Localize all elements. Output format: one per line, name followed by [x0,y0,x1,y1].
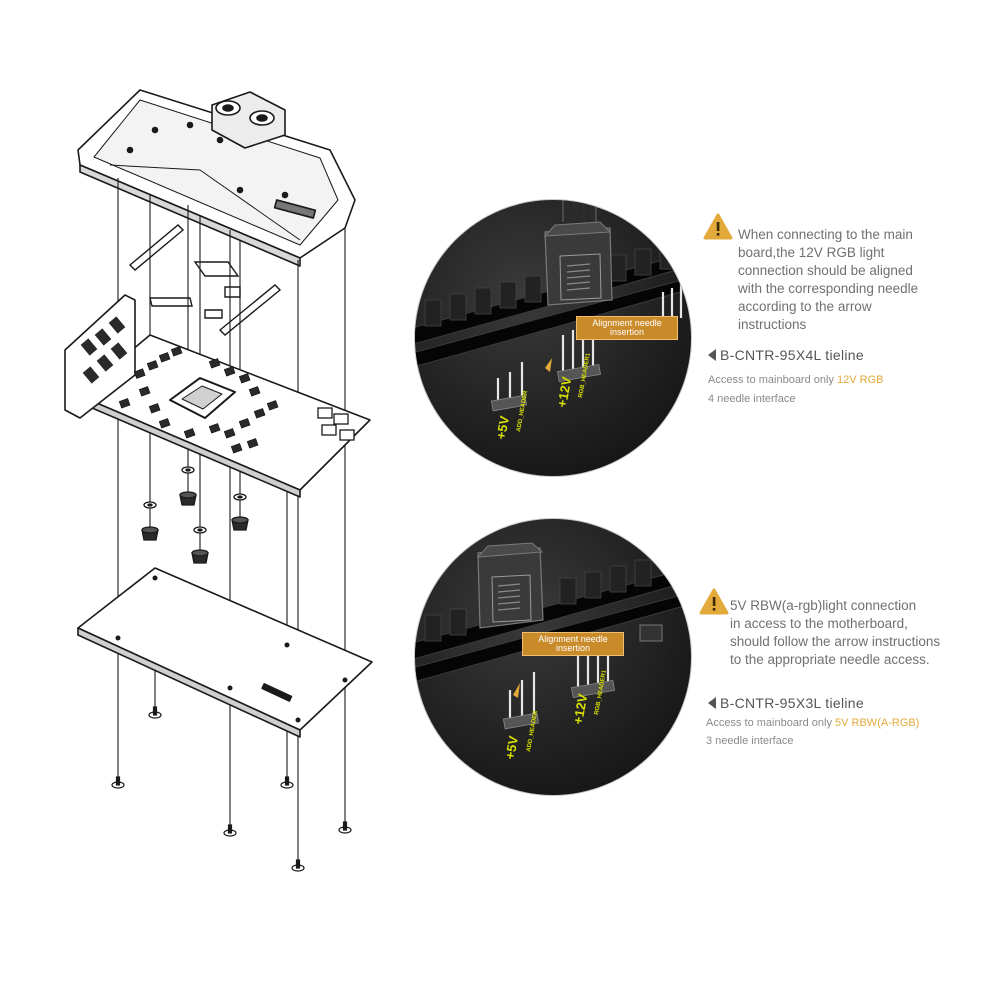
left-arrow-icon [708,349,716,361]
warning-line: board,the 12V RGB light [738,245,885,260]
top-callout-text: Alignment needle insertion [592,318,662,337]
bottom-connector-photo: +5V ADD_HEADER +12V RGB_HEADER1 [414,518,692,796]
bottom-access-highlight: 5V RBW(A-RGB) [835,717,920,729]
top-access-prefix: Access to mainboard only [708,374,838,386]
warning-line: according to the arrow [738,299,872,314]
bottom-warning-text: 5V RBW(a-rgb)light connection in access … [730,597,990,669]
warning-line: to the appropriate needle access. [730,652,930,667]
bottom-interface-label: 3 needle interface [706,735,794,747]
backplate [77,567,373,738]
standoffs [141,466,249,564]
warning-line: 5V RBW(a-rgb)light connection [730,598,917,613]
warning-line: with the corresponding needle [738,281,919,296]
bottom-label-5v: +5V [502,734,521,760]
bottom-alignment-callout: Alignment needle insertion [522,632,624,656]
graphics-card-pcb [64,294,371,498]
top-access-text: Access to mainboard only 12V RGB [708,371,988,389]
bottom-access-prefix: Access to mainboard only [706,717,836,729]
thermal-pads [128,224,282,336]
top-connector-photo: +5V ADD_HEADER +12V RGB_HEADER1 [414,199,692,477]
warning-line: in access to the motherboard, [730,616,908,631]
top-interface-text: 4 needle interface [708,390,795,408]
pcb-connectors [317,407,355,441]
top-label-5v: +5V [493,414,512,440]
screws [111,706,352,872]
pcb-components [118,346,279,454]
top-tieline-title: B-CNTR-95X4L tieline [708,347,864,363]
bottom-access-text: Access to mainboard only 5V RBW(A-RGB) [706,714,991,732]
top-tieline-label: B-CNTR-95X4L tieline [720,347,864,363]
left-arrow-icon [708,697,716,709]
bottom-tieline-title: B-CNTR-95X3L tieline [708,695,864,711]
screw-guide-lines [117,178,346,860]
warning-icon [699,588,729,615]
warning-icon [703,213,733,240]
bottom-tieline-label: B-CNTR-95X3L tieline [720,695,864,711]
top-access-highlight: 12V RGB [837,374,884,386]
waterblock-top [77,89,356,267]
warning-line: When connecting to the main [738,227,913,242]
bottom-callout-text: Alignment needle insertion [538,634,608,653]
top-interface-label: 4 needle interface [708,393,796,405]
warning-line: connection should be aligned [738,263,913,278]
top-warning-text: When connecting to the main board,the 12… [738,226,983,334]
warning-line: instructions [738,317,807,332]
bottom-interface-text: 3 needle interface [706,732,793,750]
top-alignment-callout: Alignment needle insertion [576,316,678,340]
warning-line: should follow the arrow instructions [730,634,941,649]
top-label-12v: +12V [554,375,574,408]
bottom-label-12v: +12V [570,692,590,725]
